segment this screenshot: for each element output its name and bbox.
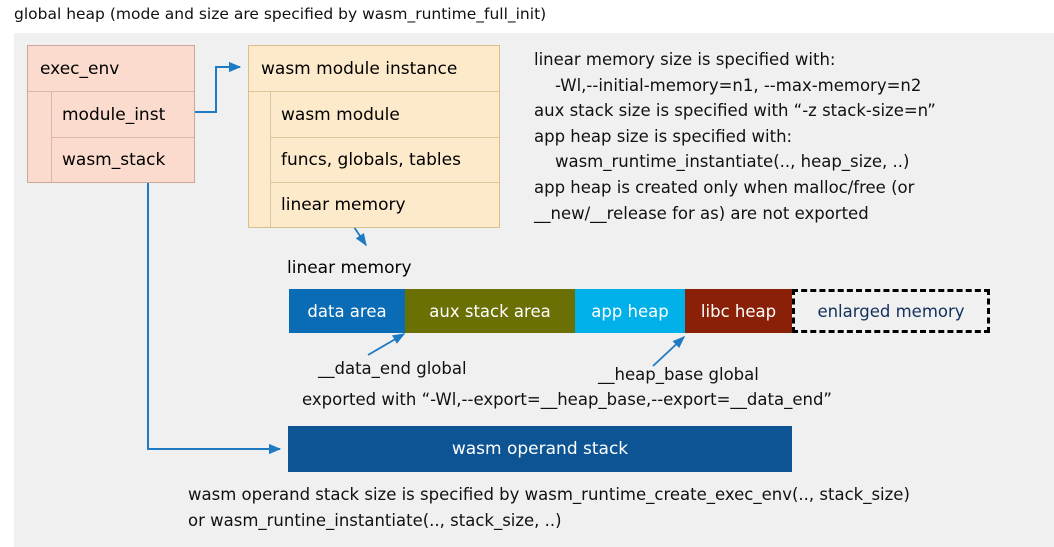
exec-env-body: module_inst wasm_stack [28,92,194,182]
exec-env-box: exec_env module_inst wasm_stack [27,45,195,183]
arrow-data-end [367,333,406,356]
wasm-operand-stack-bar: wasm operand stack [288,426,792,472]
segment-libc-heap: libc heap [685,289,792,333]
exec-env-rows: module_inst wasm_stack [52,92,194,182]
wasm-module-instance-rows: wasm module funcs, globals, tables linea… [271,92,499,227]
operand-stack-notes: wasm operand stack size is specified by … [188,485,910,530]
arrow-heap-base [652,336,686,367]
segment-app-heap: app heap [575,289,685,333]
linear-memory-notes: linear memory size is specified with: -W… [534,50,936,223]
arrow-wasm-stack-to-operand-stack [147,175,282,455]
linear-memory-bar: data area aux stack area app heap libc h… [289,289,990,333]
exec-env-row-module-inst: module_inst [52,92,194,137]
page-title: global heap (mode and size are specified… [14,5,547,23]
module-row-wasm-module: wasm module [271,92,499,137]
wasm-module-instance-body: wasm module funcs, globals, tables linea… [249,92,499,227]
wasm-module-instance-box: wasm module instance wasm module funcs, … [248,45,500,228]
exec-env-gutter [28,92,52,182]
module-row-linear-memory: linear memory [271,182,499,227]
arrow-module-inst-to-instance [190,61,242,113]
wasm-module-instance-header: wasm module instance [249,46,499,92]
annotation-exported-with: exported with “-Wl,--export=__heap_base,… [302,390,832,409]
segment-enlarged-memory: enlarged memory [792,289,990,333]
exec-env-header: exec_env [28,46,194,92]
annotation-data-end: __data_end global [318,359,467,378]
linear-memory-label: linear memory [287,258,412,278]
module-row-funcs-globals-tables: funcs, globals, tables [271,137,499,182]
segment-data-area: data area [289,289,405,333]
wasm-module-instance-gutter [249,92,271,227]
annotation-heap-base: __heap_base global [598,365,759,384]
exec-env-row-wasm-stack: wasm_stack [52,137,194,182]
segment-aux-stack-area: aux stack area [405,289,575,333]
